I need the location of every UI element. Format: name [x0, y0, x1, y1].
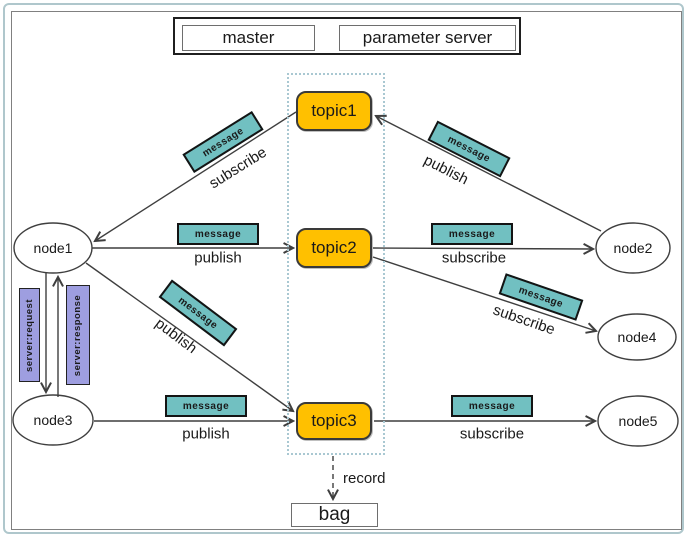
node5-label: node5 — [618, 413, 658, 429]
message-badge-node3-topic3: message — [165, 395, 247, 417]
message-badge-node1-topic2: message — [177, 223, 259, 245]
server-response-box: server:response — [66, 285, 90, 385]
node5-ellipse — [597, 395, 679, 447]
record-label: record — [343, 470, 386, 487]
node3-label: node3 — [33, 412, 73, 428]
server-response-label: server:response — [72, 294, 84, 376]
legend-box: master parameter server — [173, 17, 521, 55]
master-box: master — [182, 25, 315, 51]
message-badge-topic3-node5: message — [451, 395, 533, 417]
topic2-box: topic2 — [296, 228, 372, 268]
node4-label: node4 — [617, 329, 657, 345]
edge-topic2-node4-subscribe — [372, 256, 596, 331]
edge-topic1-node1-subscribe — [95, 111, 297, 241]
node2-ellipse — [595, 222, 671, 274]
action-label-subscribe-node5: subscribe — [459, 425, 525, 443]
action-label-publish-topic3-b: publish — [182, 425, 230, 443]
action-label-publish-topic2: publish — [194, 249, 242, 267]
server-request-label: server:request — [24, 298, 36, 372]
edge-topic2-node2-subscribe — [372, 248, 593, 249]
bag-box: bag — [291, 503, 378, 527]
topic3-box: topic3 — [296, 402, 372, 440]
outer-border — [3, 3, 684, 534]
diagram-frame — [11, 11, 682, 530]
node1-label: node1 — [33, 240, 73, 256]
action-label-subscribe-node2: subscribe — [441, 249, 507, 267]
topic1-box: topic1 — [296, 91, 372, 131]
topics-group-outline — [287, 73, 385, 455]
node2-label: node2 — [613, 240, 653, 256]
edge-node2-topic1-publish — [376, 116, 602, 232]
server-request-box: server:request — [19, 288, 40, 382]
message-badge-topic2-node2: message — [431, 223, 513, 245]
parameter-server-box: parameter server — [339, 25, 516, 51]
node3-ellipse — [12, 394, 94, 446]
edge-node1-topic3-publish — [85, 262, 293, 411]
node4-ellipse — [597, 313, 677, 361]
